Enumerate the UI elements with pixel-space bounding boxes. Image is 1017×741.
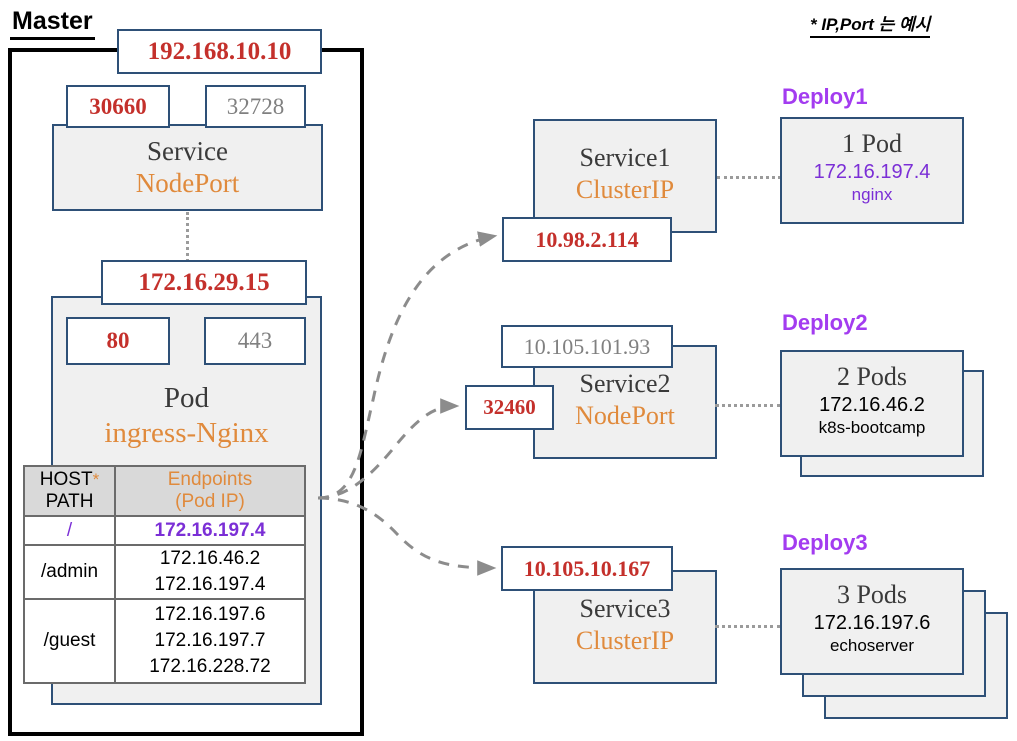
endpoint-ip: 172.16.197.7	[154, 630, 266, 651]
pod-port-active-tag: 80	[66, 317, 170, 365]
service1-pod-connector	[717, 176, 781, 179]
header-host-star: *	[92, 470, 100, 489]
row-endpoints: 172.16.46.2 172.16.197.4	[114, 544, 306, 600]
nodeport-inactive-tag: 32728	[205, 85, 306, 128]
master-title: Master	[10, 6, 95, 40]
endpoint-ip: 172.16.197.4	[154, 574, 266, 595]
row-path: /admin	[23, 544, 116, 600]
service-type: NodePort	[135, 168, 240, 198]
header-endpoints: Endpoints (Pod IP)	[114, 465, 306, 517]
service2-nodeport-tag: 32460	[465, 385, 554, 430]
service1-name: Service1	[579, 143, 671, 172]
header-path-label: PATH	[45, 491, 94, 512]
table-header: HOST* PATH Endpoints (Pod IP)	[23, 465, 306, 517]
master-node-ip-tag: 192.168.10.10	[117, 29, 322, 74]
deploy1-image: nginx	[851, 185, 893, 204]
deploy1-count: 1 Pod	[842, 129, 902, 158]
deploy2-image: k8s-bootcamp	[818, 418, 926, 437]
header-endpoints-sub: (Pod IP)	[175, 491, 245, 512]
deploy3-pod-ip: 172.16.197.6	[813, 612, 931, 634]
service3-pod-connector	[715, 625, 781, 628]
ingress-pod-ip-tag: 172.16.29.15	[101, 260, 307, 305]
table-header-row: HOST* PATH Endpoints (Pod IP)	[23, 465, 306, 517]
ingress-routing-table: HOST* PATH Endpoints (Pod IP) / 172.16.1…	[23, 465, 306, 684]
nodeport-active-tag: 30660	[66, 85, 170, 128]
row-endpoints: 172.16.197.4	[114, 515, 306, 546]
service3-clusterip-tag: 10.105.10.167	[501, 546, 673, 591]
service3-name: Service3	[579, 594, 671, 623]
row-path: /guest	[23, 598, 116, 684]
deploy2-pod-card: 2 Pods 172.16.46.2 k8s-bootcamp	[780, 350, 964, 457]
row-endpoints: 172.16.197.6 172.16.197.7 172.16.228.72	[114, 598, 306, 684]
service-nodeport-box: Service NodePort	[52, 124, 323, 211]
deploy1-pod-ip: 172.16.197.4	[813, 161, 931, 183]
deploy3-pod-card: 3 Pods 172.16.197.6 echoserver	[780, 568, 964, 675]
table-row: / 172.16.197.4	[23, 515, 306, 546]
deploy3-label: Deploy3	[782, 530, 868, 555]
example-note: * IP,Port 는 예시	[810, 14, 931, 38]
table-body: / 172.16.197.4 /admin 172.16.46.2 172.16…	[23, 515, 306, 684]
pod-port-inactive-tag: 443	[204, 317, 306, 365]
service2-type: NodePort	[575, 401, 675, 430]
deploy2-pod-ip: 172.16.46.2	[819, 394, 925, 416]
service-pod-connector	[186, 212, 189, 262]
deploy2-label: Deploy2	[782, 310, 868, 335]
service2-name: Service2	[579, 369, 671, 398]
endpoint-ip: 172.16.46.2	[159, 548, 261, 569]
service1-type: ClusterIP	[575, 175, 675, 204]
deploy2-count: 2 Pods	[836, 362, 908, 391]
pod-title: Pod	[163, 382, 210, 414]
pod-name: ingress-Nginx	[104, 417, 269, 449]
service2-clusterip-tag: 10.105.101.93	[501, 325, 673, 368]
endpoint-ip: 172.16.197.6	[154, 604, 266, 625]
row-path: /	[23, 515, 116, 546]
table-row: /admin 172.16.46.2 172.16.197.4	[23, 544, 306, 600]
deploy3-count: 3 Pods	[836, 580, 908, 609]
service1-box: Service1 ClusterIP	[533, 119, 717, 233]
deploy1-label: Deploy1	[782, 84, 868, 109]
endpoint-ip: 172.16.228.72	[149, 656, 271, 677]
service1-clusterip-tag: 10.98.2.114	[502, 217, 672, 262]
service2-pod-connector	[715, 404, 781, 407]
header-host-path: HOST* PATH	[23, 465, 116, 517]
service-title: Service	[147, 136, 228, 166]
service3-type: ClusterIP	[575, 626, 675, 655]
deploy3-image: echoserver	[829, 636, 915, 655]
header-host-label: HOST	[39, 469, 93, 490]
table-row: /guest 172.16.197.6 172.16.197.7 172.16.…	[23, 598, 306, 684]
deploy1-pod-card: 1 Pod 172.16.197.4 nginx	[780, 117, 964, 224]
header-endpoints-label: Endpoints	[167, 469, 253, 490]
